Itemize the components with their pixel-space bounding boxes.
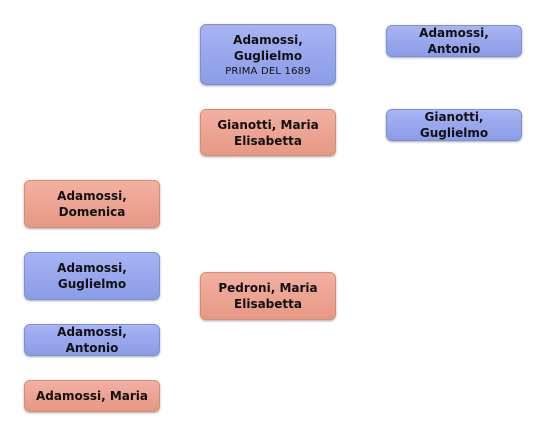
person-name: Adamossi, Guglielmo	[57, 261, 127, 291]
person-box-adamossi-antonio-child[interactable]: Adamossi, Antonio	[24, 324, 160, 356]
person-name: Adamossi, Domenica	[57, 189, 127, 219]
person-name: Pedroni, Maria Elisabetta	[218, 281, 318, 311]
person-name: Adamossi, Maria	[35, 389, 149, 403]
person-box-gianotti-guglielmo[interactable]: Gianotti, Guglielmo	[386, 109, 522, 141]
person-name: Adamossi, Guglielmo	[233, 32, 303, 63]
person-name: Gianotti, Maria Elisabetta	[217, 117, 319, 148]
person-date: PRIMA DEL 1689	[225, 65, 311, 77]
person-box-adamossi-antonio-grandfather[interactable]: Adamossi, Antonio	[386, 25, 522, 57]
person-box-gianotti-maria-elisabetta[interactable]: Gianotti, Maria Elisabetta	[200, 109, 336, 156]
person-box-pedroni-maria-elisabetta[interactable]: Pedroni, Maria Elisabetta	[200, 272, 336, 320]
person-box-adamossi-guglielmo-child[interactable]: Adamossi, Guglielmo	[24, 252, 160, 300]
person-name: Gianotti, Guglielmo	[419, 110, 489, 140]
person-name: Adamossi, Antonio	[57, 325, 127, 355]
person-name: Adamossi, Antonio	[419, 26, 489, 56]
person-box-adamossi-guglielmo-father[interactable]: Adamossi, Guglielmo PRIMA DEL 1689	[200, 24, 336, 85]
person-box-adamossi-maria[interactable]: Adamossi, Maria	[24, 380, 160, 412]
person-box-adamossi-domenica[interactable]: Adamossi, Domenica	[24, 180, 160, 228]
